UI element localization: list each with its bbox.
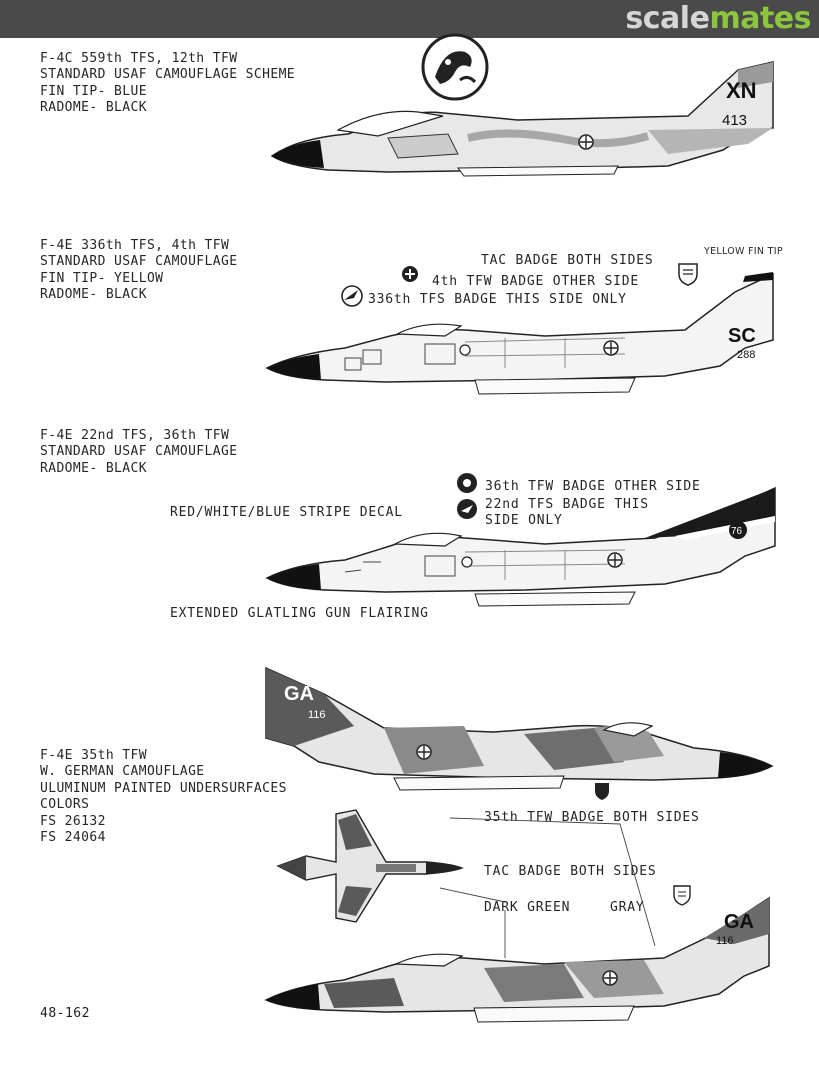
label-tac-badge-both-sides-2: TAC BADGE BOTH SIDES [484, 864, 657, 879]
decal-instruction-sheet: F-4C 559th TFS, 12th TFW STANDARD USAF C… [0, 33, 819, 1080]
tail-code-ga: GA [284, 683, 314, 705]
caption-line: STANDARD USAF CAMOUFLAGE [40, 254, 238, 270]
label-4th-tfw-badge: 4th TFW BADGE OTHER SIDE [432, 274, 640, 289]
tail-serial-116: 116 [308, 709, 326, 721]
tail-serial-116-2: 116 [716, 935, 734, 947]
tail-code-ga-2: GA [724, 911, 754, 933]
tail-serial-413: 413 [722, 112, 747, 129]
caption-line: FS 24064 [40, 830, 106, 846]
caption-line: FIN TIP- YELLOW [40, 270, 164, 286]
tail-code-xn: XN [726, 78, 757, 103]
caption-line: STANDARD USAF CAMOUFLAGE [40, 444, 238, 460]
caption-line: W. GERMAN CAMOUFLAGE [40, 764, 205, 780]
section-2-caption: F-4E 336th TFS, 4th TFW STANDARD USAF CA… [40, 238, 237, 304]
caption-line: STANDARD USAF CAMOUFLAGE SCHEME [40, 67, 296, 83]
label-336th-tfs-badge: 336th TFS BADGE THIS SIDE ONLY [368, 292, 627, 307]
caption-line: FIN TIP- BLUE [40, 83, 147, 99]
section-4-caption: F-4E 35th TFW W. GERMAN CAMOUFLAGE ULUMI… [40, 748, 287, 846]
section-1-caption: F-4C 559th TFS, 12th TFW STANDARD USAF C… [40, 51, 295, 117]
tac-badge-icon [678, 263, 698, 286]
tail-code-sc: SC [728, 325, 756, 347]
tfw-4th-badge-icon [402, 266, 418, 282]
tail-serial-76: 76 [731, 526, 743, 537]
site-header-bar: scalemates [0, 0, 819, 38]
scalemates-logo[interactable]: scalemates [625, 1, 811, 37]
tfw-35th-badge-icon [595, 783, 609, 800]
label-gray: GRAY [610, 900, 645, 915]
caption-line: COLORS [40, 797, 90, 813]
logo-part-scale: scale [625, 1, 710, 36]
color-leader-lines [439, 817, 656, 958]
tfs-336th-badge-icon [341, 285, 363, 307]
unit-badge-559th-icon [421, 33, 489, 101]
caption-line: RADOME- BLACK [40, 287, 147, 303]
label-gun-flairing: EXTENDED GLATLING GUN FLAIRING [170, 606, 429, 621]
label-dark-green: DARK GREEN [484, 900, 571, 915]
aircraft-4-side-view: GA 116 [265, 666, 774, 791]
caption-line: F-4E 35th TFW [40, 748, 147, 763]
sheet-code: 48-162 [40, 1006, 90, 1021]
caption-line: F-4E 336th TFS, 4th TFW [40, 238, 230, 253]
label-stripe-decal: RED/WHITE/BLUE STRIPE DECAL [170, 505, 403, 520]
aircraft-3-side-view: 76 [265, 486, 776, 607]
aircraft-top-view [276, 809, 465, 923]
tail-serial-288: 288 [737, 349, 755, 361]
tfw-36th-badge-icon [457, 473, 477, 493]
label-yellow-fin-tip: YELLOW FIN TIP [704, 246, 783, 257]
tfs-22nd-badge-icon [457, 499, 477, 519]
caption-line: FS 26132 [40, 813, 106, 829]
caption-line: RADOME- BLACK [40, 100, 147, 116]
caption-line: F-4E 22nd TFS, 36th TFW [40, 428, 230, 443]
section-3-caption: F-4E 22nd TFS, 36th TFW STANDARD USAF CA… [40, 428, 237, 477]
aircraft-2-side-view: SC 288 [265, 272, 774, 395]
label-36th-tfw-badge: 36th TFW BADGE OTHER SIDE [485, 479, 701, 494]
label-22nd-tfs-badge-line2: SIDE ONLY [485, 513, 563, 528]
label-tac-badge-both-sides: TAC BADGE BOTH SIDES [481, 253, 654, 268]
aircraft-5-side-view: GA 116 [264, 896, 770, 1023]
logo-part-mates: mates [709, 1, 811, 36]
caption-line: ULUMINUM PAINTED UNDERSURFACES [40, 780, 287, 796]
aircraft-1-side-view: XN 413 [270, 61, 774, 177]
caption-line: RADOME- BLACK [40, 460, 147, 476]
caption-line: F-4C 559th TFS, 12th TFW [40, 51, 238, 66]
label-22nd-tfs-badge-line1: 22nd TFS BADGE THIS [485, 497, 649, 512]
tac-badge-icon-2 [673, 885, 691, 906]
